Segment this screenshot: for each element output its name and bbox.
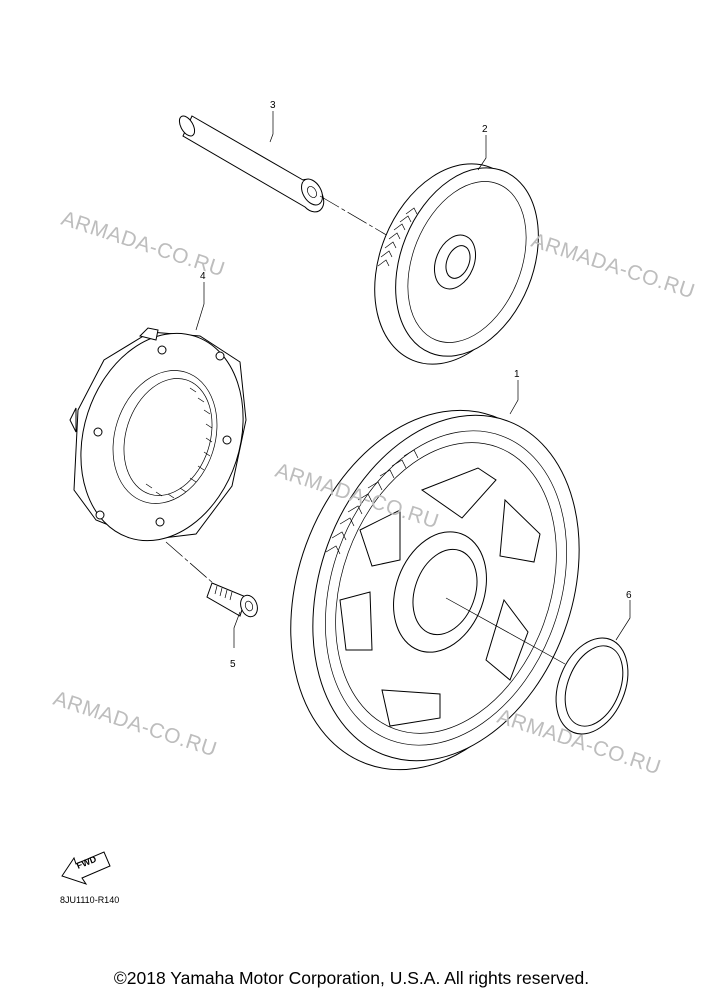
part-6-washer[interactable] xyxy=(543,627,642,744)
fwd-arrow-icon: FWD xyxy=(61,851,111,885)
callout-5[interactable]: 5 xyxy=(230,659,236,670)
part-1-starter-wheel-gear[interactable] xyxy=(243,371,626,809)
callout-1[interactable]: 1 xyxy=(514,369,520,380)
part-4-one-way-clutch[interactable] xyxy=(55,312,269,562)
callout-4[interactable]: 4 xyxy=(200,271,206,282)
copyright-notice: ©2018 Yamaha Motor Corporation, U.S.A. A… xyxy=(113,968,590,988)
watermark: ARMADA-CO.RU xyxy=(528,229,697,304)
leader-lines xyxy=(195,111,631,648)
watermark: ARMADA-CO.RU xyxy=(58,207,227,282)
part-5-bolt[interactable] xyxy=(206,582,260,619)
diagram-code: 8JU1110-R140 xyxy=(60,895,119,905)
part-3-shaft[interactable] xyxy=(176,113,326,213)
part-2-idle-gear[interactable] xyxy=(346,141,565,388)
callout-6[interactable]: 6 xyxy=(626,590,632,601)
callout-2[interactable]: 2 xyxy=(482,124,488,135)
callout-3[interactable]: 3 xyxy=(270,100,276,111)
watermark: ARMADA-CO.RU xyxy=(50,687,219,762)
